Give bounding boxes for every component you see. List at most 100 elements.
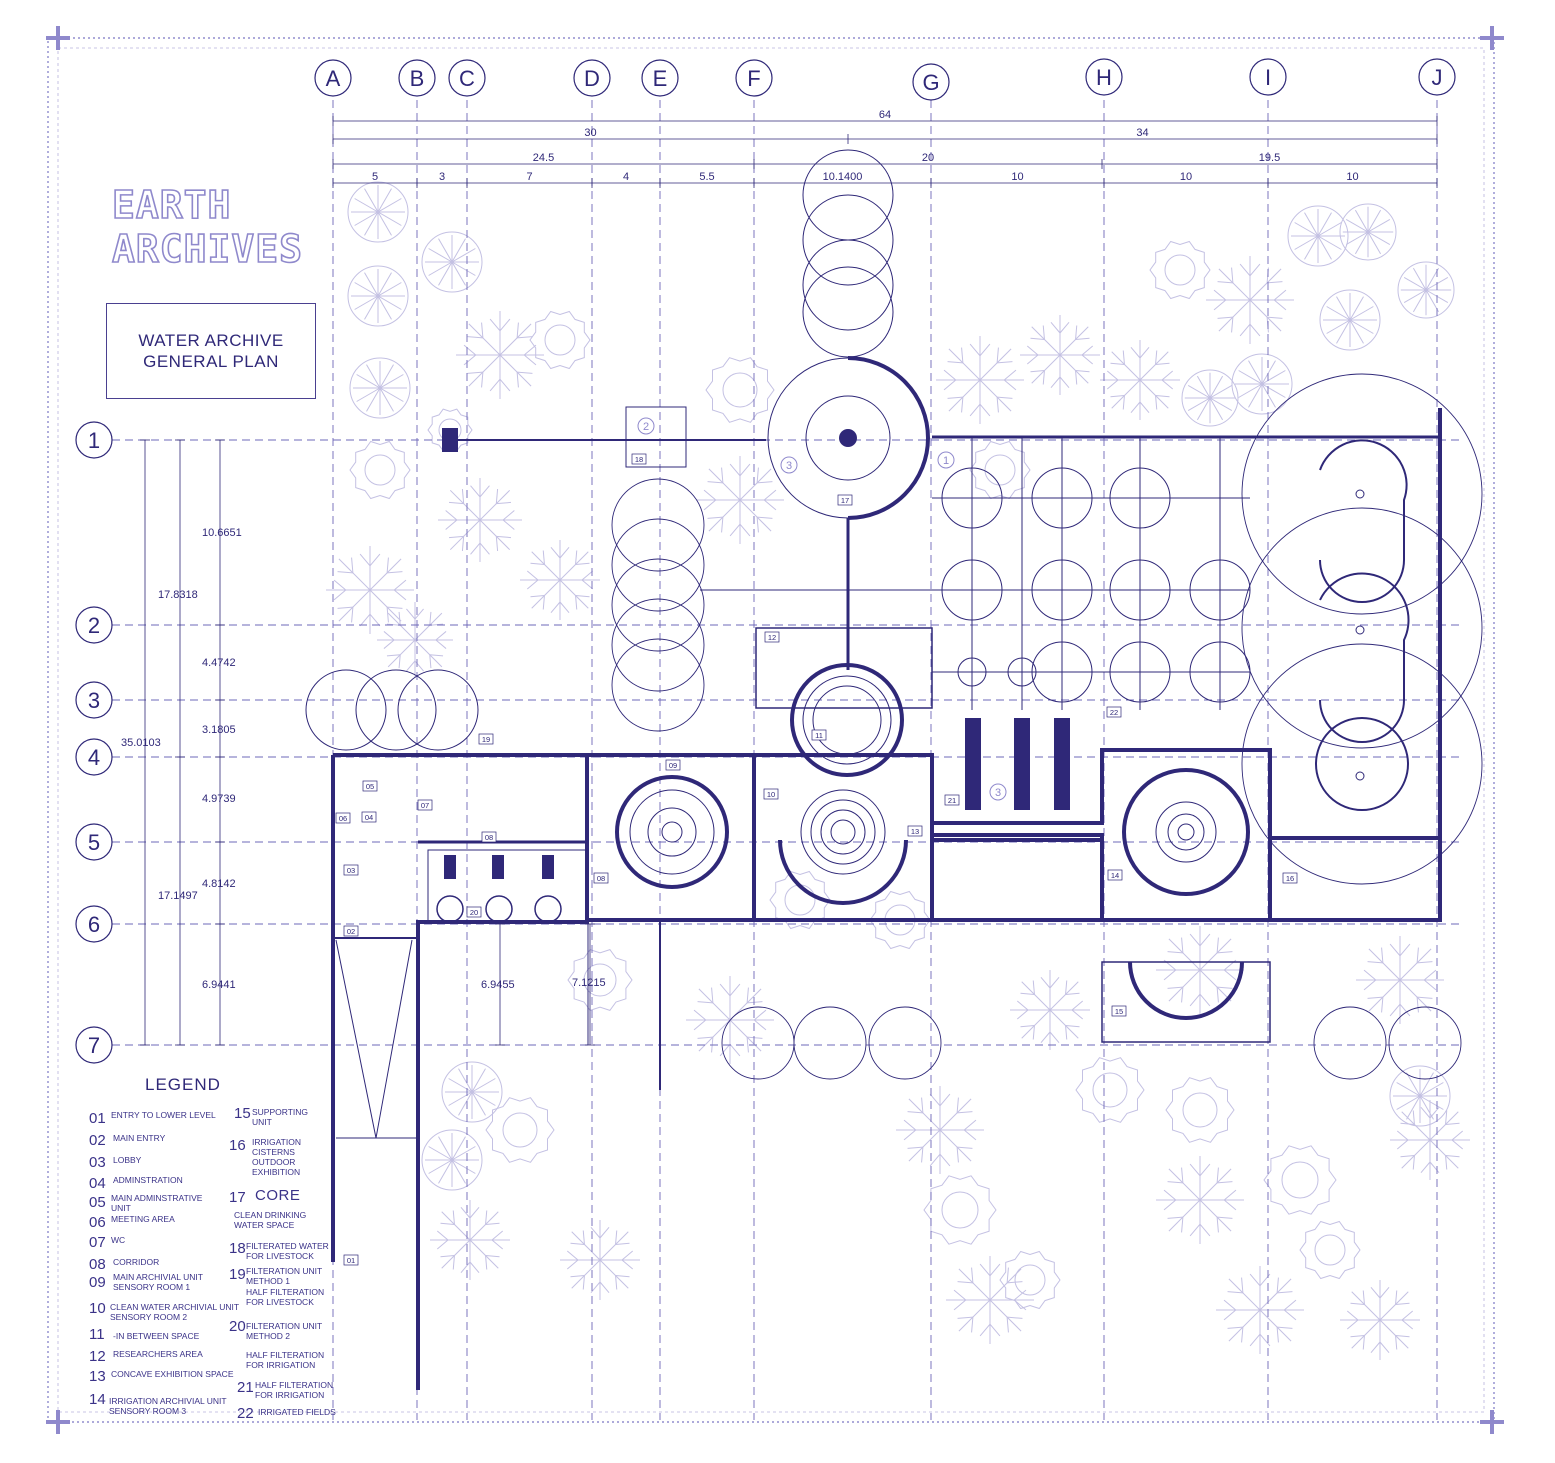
grid-bubble-a: A — [314, 59, 352, 97]
dim-seg-5: 6.9441 — [202, 979, 236, 991]
room-tag-12: 12 — [764, 631, 780, 643]
dim-mid-0: 17.8318 — [158, 589, 198, 601]
room-tag-07: 07 — [417, 799, 433, 811]
dim-total-0: 64 — [879, 109, 891, 121]
zone-marker-2: 3 — [780, 456, 798, 474]
dim-l2-0: 30 — [584, 127, 596, 139]
svg-text:02: 02 — [347, 927, 355, 936]
legend-num-09: 09 — [89, 1274, 106, 1291]
grid-bubble-f: F — [735, 59, 773, 97]
room-tag-08: 08 — [481, 831, 497, 843]
dim-l3-0: 24.5 — [533, 152, 554, 164]
room-tag-03: 03 — [343, 864, 359, 876]
svg-text:16: 16 — [1286, 874, 1294, 883]
legend-num-22: 22 — [237, 1405, 254, 1422]
legend-num-21: 21 — [237, 1379, 254, 1396]
grid-bubble-c: C — [448, 59, 486, 97]
legend-num-19: 19 — [229, 1266, 246, 1283]
svg-text:C: C — [459, 66, 475, 91]
room-tag-21: 21 — [944, 794, 960, 806]
svg-text:01: 01 — [347, 1256, 355, 1265]
svg-text:10: 10 — [767, 790, 775, 799]
grid-bubble-row-7: 7 — [75, 1026, 113, 1064]
legend-text-03: LOBBY — [113, 1155, 142, 1165]
svg-text:08: 08 — [485, 833, 493, 842]
legend-num-01: 01 — [89, 1110, 106, 1127]
legend-num-16: 16 — [229, 1137, 246, 1154]
legend-num-18: 18 — [229, 1240, 246, 1257]
dim-mid-1: 17.1497 — [158, 890, 198, 902]
dim-seg-1: 4.4742 — [202, 657, 236, 669]
legend-text-12: RESEARCHERS AREA — [113, 1349, 203, 1359]
legend-text-07: WC — [111, 1235, 126, 1245]
legend-num-14: 14 — [89, 1391, 106, 1408]
room-tag-04: 04 — [361, 811, 377, 823]
svg-text:21: 21 — [948, 796, 956, 805]
plan-title-line2: GENERAL PLAN — [143, 352, 279, 371]
grid-bubble-e: E — [641, 59, 679, 97]
dim-l4-6: 10 — [1011, 171, 1023, 183]
svg-text:19: 19 — [482, 735, 490, 744]
plan-title: WATER ARCHIVE GENERAL PLAN — [107, 330, 315, 372]
grid-bubble-row-1: 1 — [75, 421, 113, 459]
legend-num-13: 13 — [89, 1368, 106, 1385]
legend-num-03: 03 — [89, 1154, 106, 1171]
grid-bubble-b: B — [398, 59, 436, 97]
legend-num-05: 05 — [89, 1194, 106, 1211]
svg-text:18: 18 — [635, 455, 643, 464]
svg-text:13: 13 — [911, 827, 919, 836]
svg-text:14: 14 — [1111, 871, 1119, 880]
room-tags: 0102030405060708080910111213141516171819… — [335, 453, 1298, 1266]
dim-seg-3: 4.9739 — [202, 793, 236, 805]
svg-text:12: 12 — [768, 633, 776, 642]
svg-text:H: H — [1096, 65, 1112, 90]
svg-text:G: G — [922, 70, 939, 95]
legend-num-12: 12 — [89, 1348, 106, 1365]
svg-text:17: 17 — [841, 496, 849, 505]
svg-text:2: 2 — [643, 421, 649, 433]
svg-text:A: A — [326, 66, 341, 91]
svg-text:04: 04 — [365, 813, 373, 822]
grid-bubble-row-5: 5 — [75, 823, 113, 861]
project-title-line1: EARTH — [111, 182, 232, 228]
grid-bubble-h: H — [1085, 58, 1123, 96]
room-tag-10: 10 — [763, 788, 779, 800]
dim-l4-4: 5.5 — [699, 171, 714, 183]
svg-text:2: 2 — [88, 613, 100, 638]
svg-text:J: J — [1432, 65, 1443, 90]
grid-bubble-j: J — [1418, 58, 1456, 96]
legend-text-17: CORE — [255, 1187, 301, 1204]
dim-l4-0: 5 — [372, 171, 378, 183]
room-tag-08: 08 — [593, 872, 609, 884]
room-tag-17: 17 — [837, 494, 853, 506]
room-tag-02: 02 — [343, 925, 359, 937]
legend-text-08: CORRIDOR — [113, 1257, 160, 1267]
grid-lines — [112, 100, 1460, 1420]
room-tag-05: 05 — [362, 780, 378, 792]
svg-text:20: 20 — [470, 908, 478, 917]
svg-text:5: 5 — [88, 830, 100, 855]
legend-num-17: 17 — [229, 1189, 246, 1206]
room-tag-13: 13 — [907, 825, 923, 837]
room-tag-18: 18 — [631, 453, 647, 465]
svg-text:4: 4 — [88, 745, 100, 770]
zone-marker-3: 3 — [989, 783, 1007, 801]
legend-text-13: CONCAVE EXHIBITION SPACE — [111, 1369, 234, 1379]
svg-text:05: 05 — [366, 782, 374, 791]
dim-overall-0: 35.0103 — [121, 737, 161, 749]
svg-text:15: 15 — [1115, 1007, 1123, 1016]
zone-marker-1: 2 — [637, 417, 655, 435]
legend-text-22: IRRIGATED FIELDS — [258, 1407, 336, 1417]
